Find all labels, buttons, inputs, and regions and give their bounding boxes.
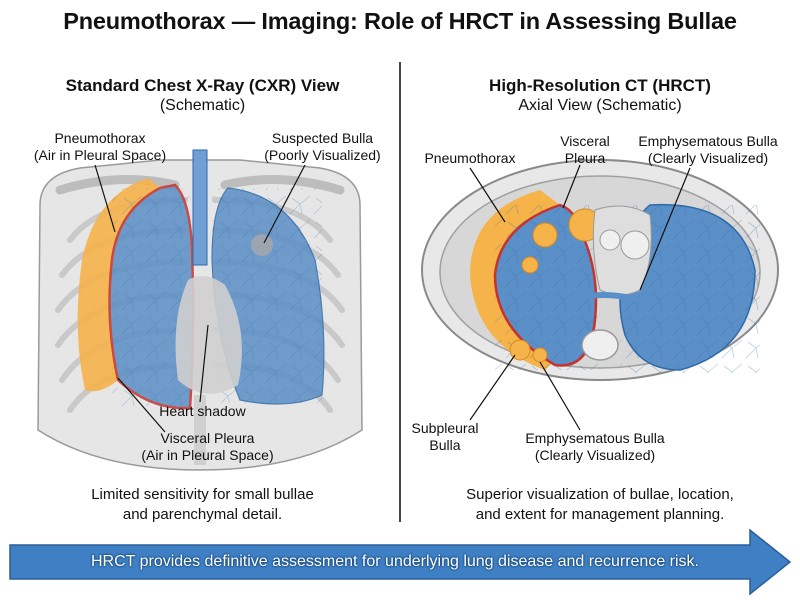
suspected-bulla bbox=[251, 234, 273, 256]
banner-text: HRCT provides definitive assessment for … bbox=[91, 553, 699, 570]
cxr-label-visceral-pleura: Visceral Pleura (Air in Pleural Space) bbox=[141, 430, 274, 463]
vertebra bbox=[581, 329, 619, 361]
hrct-caption: Superior visualization of bullae, locati… bbox=[466, 486, 734, 523]
trachea bbox=[192, 149, 208, 266]
banner-arrow-shape bbox=[9, 528, 792, 596]
bronchus bbox=[573, 292, 641, 303]
hrct-panel-subtitle: Axial View (Schematic) bbox=[518, 97, 682, 114]
cxr-illustration bbox=[37, 149, 363, 471]
spine bbox=[194, 395, 206, 465]
hrct-panel-title: High-Resolution CT (HRCT) bbox=[489, 76, 711, 95]
heart-shadow bbox=[175, 276, 242, 394]
page-title: Pneumothorax — Imaging: Role of HRCT in … bbox=[63, 8, 737, 34]
cxr-leader-lines bbox=[94, 164, 306, 433]
cxr-label-pneumothorax: Pneumothorax (Air in Pleural Space) bbox=[33, 130, 167, 163]
cxr-caption: Limited sensitivity for small bullae and… bbox=[91, 486, 314, 523]
left-clavicle bbox=[55, 175, 180, 195]
aorta bbox=[620, 230, 650, 260]
hrct-pneumothorax-air bbox=[470, 190, 560, 370]
hrct-bulla bbox=[532, 347, 548, 363]
cxr-label-suspected-bulla: Suspected Bulla (Poorly Visualized) bbox=[264, 130, 381, 163]
pulmonary-artery bbox=[599, 229, 621, 251]
hrct-illustration bbox=[421, 159, 779, 381]
cxr-panel-subtitle: (Schematic) bbox=[159, 97, 246, 114]
hrct-label-pneumothorax: Pneumothorax bbox=[424, 150, 516, 166]
hrct-label-emphysematous-bulla-bottom: Emphysematous Bulla (Clearly Visualized) bbox=[525, 430, 665, 463]
cxr-pneumothorax-air bbox=[77, 178, 160, 392]
right-clavicle bbox=[220, 175, 345, 195]
hrct-leader-lines bbox=[469, 164, 691, 431]
hrct-label-subpleural-bulla: Subpleural Bulla bbox=[411, 420, 479, 453]
hrct-label-emphysematous-bulla-top: Emphysematous Bulla (Clearly Visualized) bbox=[638, 133, 778, 166]
cxr-panel-title: Standard Chest X-Ray (CXR) View bbox=[65, 76, 340, 95]
hrct-bulla bbox=[532, 222, 558, 248]
cxr-label-heart-shadow: Heart shadow bbox=[159, 403, 246, 419]
hrct-label-visceral-pleura: Visceral Pleura bbox=[560, 133, 610, 166]
panel-divider bbox=[399, 62, 401, 522]
hrct-bulla bbox=[521, 256, 539, 274]
